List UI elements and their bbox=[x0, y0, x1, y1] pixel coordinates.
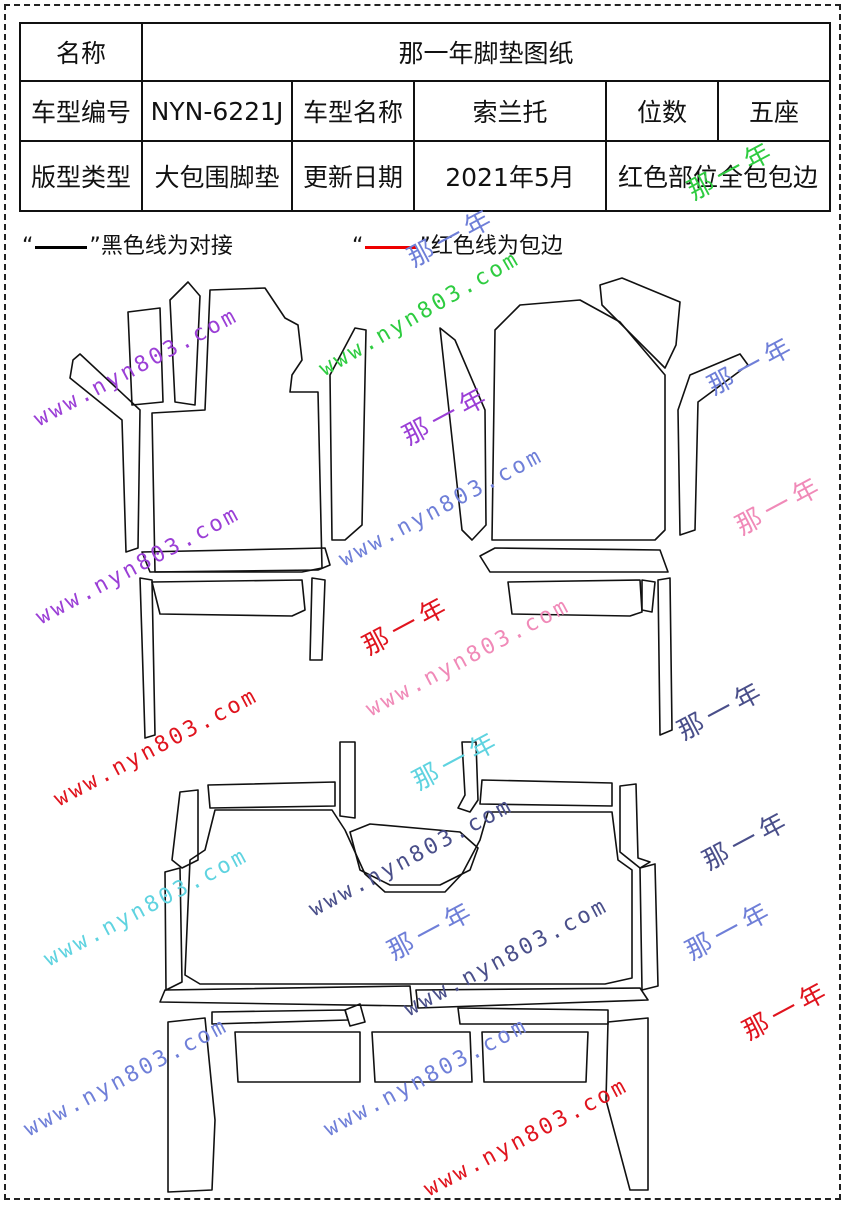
row2-rear-bar bbox=[159, 985, 413, 1007]
passenger-rear-bar bbox=[479, 547, 669, 573]
legend-quote: ” bbox=[419, 234, 431, 259]
model-code-value: NYN-6221J bbox=[141, 80, 293, 142]
legend-red-text: 红色线为包边 bbox=[430, 234, 563, 259]
row3-right-strip bbox=[605, 1017, 649, 1191]
row3-center-pad bbox=[371, 1031, 473, 1083]
tunnel-right-upright bbox=[457, 741, 479, 813]
legend-quote: “ bbox=[352, 234, 364, 259]
driver-sill-strip bbox=[329, 327, 367, 541]
row3-cross-bar bbox=[211, 1009, 349, 1025]
row2-left-pillar bbox=[171, 789, 199, 869]
type-label: 版型类型 bbox=[19, 140, 143, 212]
black-line-sample bbox=[35, 245, 88, 249]
legend-black-text: 黑色线为对接 bbox=[100, 234, 233, 259]
passenger-corner-piece bbox=[599, 277, 681, 369]
passenger-pillar-strip bbox=[677, 353, 749, 536]
date-label: 更新日期 bbox=[291, 140, 415, 212]
row3-cross-bar-right bbox=[457, 1007, 609, 1025]
passenger-lower-strip bbox=[657, 577, 673, 736]
row2-rear-bar-right bbox=[415, 987, 649, 1009]
legend-quote: “ bbox=[22, 234, 34, 259]
page-border bbox=[4, 4, 841, 1200]
row2-main-mat bbox=[184, 809, 633, 985]
table-row: 车型编号 NYN-6221J 车型名称 索兰托 位数 五座 bbox=[19, 80, 832, 142]
type-value: 大包围脚垫 bbox=[141, 140, 293, 212]
driver-main-mat bbox=[151, 287, 323, 573]
date-value: 2021年5月 bbox=[413, 140, 607, 212]
row2-left-top-bar bbox=[207, 781, 336, 809]
title-label: 名称 bbox=[19, 22, 143, 82]
passenger-heel-pad bbox=[507, 579, 643, 617]
driver-lower-inner bbox=[309, 577, 326, 661]
row3-left-strip bbox=[167, 1017, 216, 1193]
row2-right-top-bar bbox=[479, 779, 613, 807]
row3-left-pad bbox=[234, 1031, 361, 1083]
driver-heel-pad bbox=[151, 579, 306, 617]
tunnel-left-upright bbox=[339, 741, 356, 819]
model-name-label: 车型名称 bbox=[291, 80, 415, 142]
row2-right-pillar bbox=[619, 783, 651, 869]
row2-left-side-strip bbox=[164, 867, 183, 991]
red-line-sample bbox=[365, 245, 418, 249]
driver-pedal-piece bbox=[169, 281, 201, 406]
seats-value: 五座 bbox=[716, 80, 832, 142]
row2-right-side-strip bbox=[639, 863, 659, 991]
passenger-sill-strip bbox=[439, 327, 487, 541]
row3-right-pad bbox=[481, 1031, 589, 1083]
driver-rear-bar bbox=[141, 547, 331, 573]
title-value: 那一年脚垫图纸 bbox=[140, 22, 832, 82]
legend-black: “ ”黑色线为对接 bbox=[22, 228, 233, 260]
table-row: 名称 那一年脚垫图纸 bbox=[19, 22, 832, 82]
passenger-lower-inner bbox=[641, 579, 656, 613]
spec-table: 名称 那一年脚垫图纸 车型编号 NYN-6221J 车型名称 索兰托 位数 五座… bbox=[19, 22, 832, 212]
driver-lower-strip bbox=[139, 577, 156, 739]
driver-pillar-strip bbox=[69, 353, 141, 553]
row2-tunnel-hump bbox=[349, 823, 479, 886]
legend-quote: ” bbox=[89, 234, 101, 259]
model-code-label: 车型编号 bbox=[19, 80, 143, 142]
passenger-main-mat bbox=[491, 299, 666, 541]
legend-red: “ ”红色线为包边 bbox=[352, 228, 563, 260]
note-value: 红色部位全包包边 bbox=[604, 140, 832, 212]
driver-left-panel bbox=[127, 307, 164, 406]
model-name-value: 索兰托 bbox=[413, 80, 607, 142]
table-row: 版型类型 大包围脚垫 更新日期 2021年5月 红色部位全包包边 bbox=[19, 140, 832, 212]
row3-cross-bar-mid bbox=[344, 1003, 366, 1027]
seats-label: 位数 bbox=[605, 80, 719, 142]
